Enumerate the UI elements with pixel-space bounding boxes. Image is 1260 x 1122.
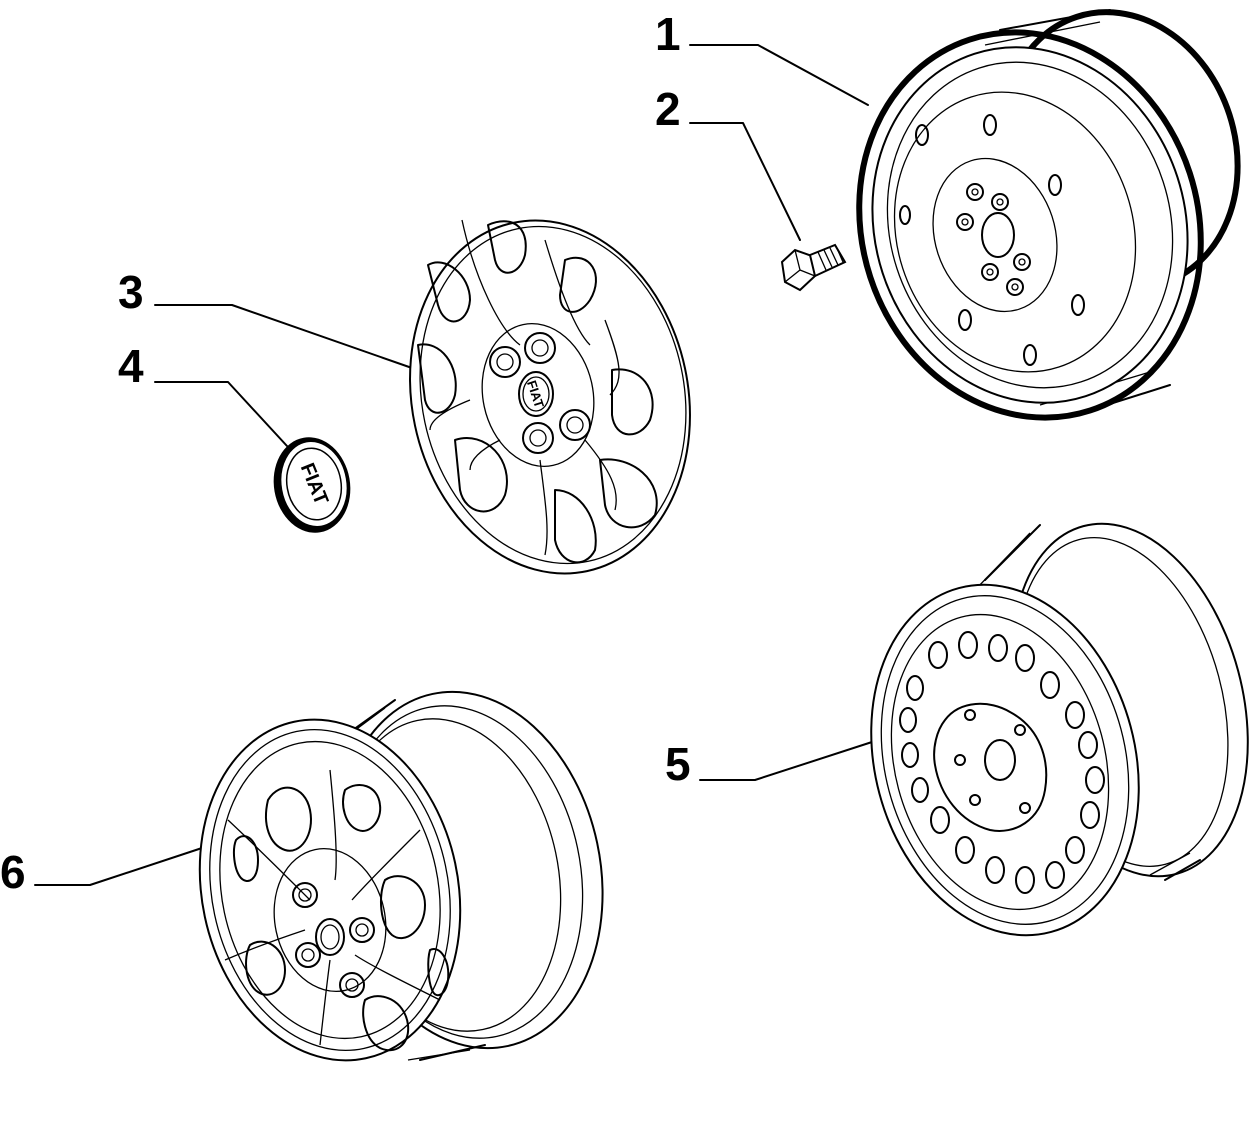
callout-2-number: 2 <box>655 83 681 135</box>
callout-4-leader <box>154 381 288 447</box>
callout-1-leader <box>689 44 869 106</box>
part-4-center-emblem: FIAT <box>273 437 351 533</box>
callout-6-leader <box>34 846 206 886</box>
callout-5: 5 <box>665 738 873 790</box>
callout-5-leader <box>699 741 873 781</box>
callout-6-number: 6 <box>0 846 26 898</box>
callout-4: 4 <box>118 340 288 447</box>
callout-1-number: 1 <box>655 8 681 60</box>
callout-2: 2 <box>655 83 801 241</box>
part-6-alloy-wheel <box>198 690 604 1062</box>
callout-1: 1 <box>655 8 869 106</box>
callout-4-number: 4 <box>118 340 144 392</box>
callout-3-number: 3 <box>118 266 144 318</box>
part-3-hubcap: FIAT <box>409 219 691 575</box>
callout-3: 3 <box>118 266 413 369</box>
part-1-steel-wheel <box>856 9 1241 421</box>
callout-6: 6 <box>0 846 206 898</box>
callout-2-leader <box>689 122 801 241</box>
callout-5-number: 5 <box>665 738 691 790</box>
part-2-wheel-bolt <box>780 243 847 292</box>
part-5-steel-wheel-round-holes <box>870 522 1249 937</box>
callout-3-leader <box>154 304 413 369</box>
